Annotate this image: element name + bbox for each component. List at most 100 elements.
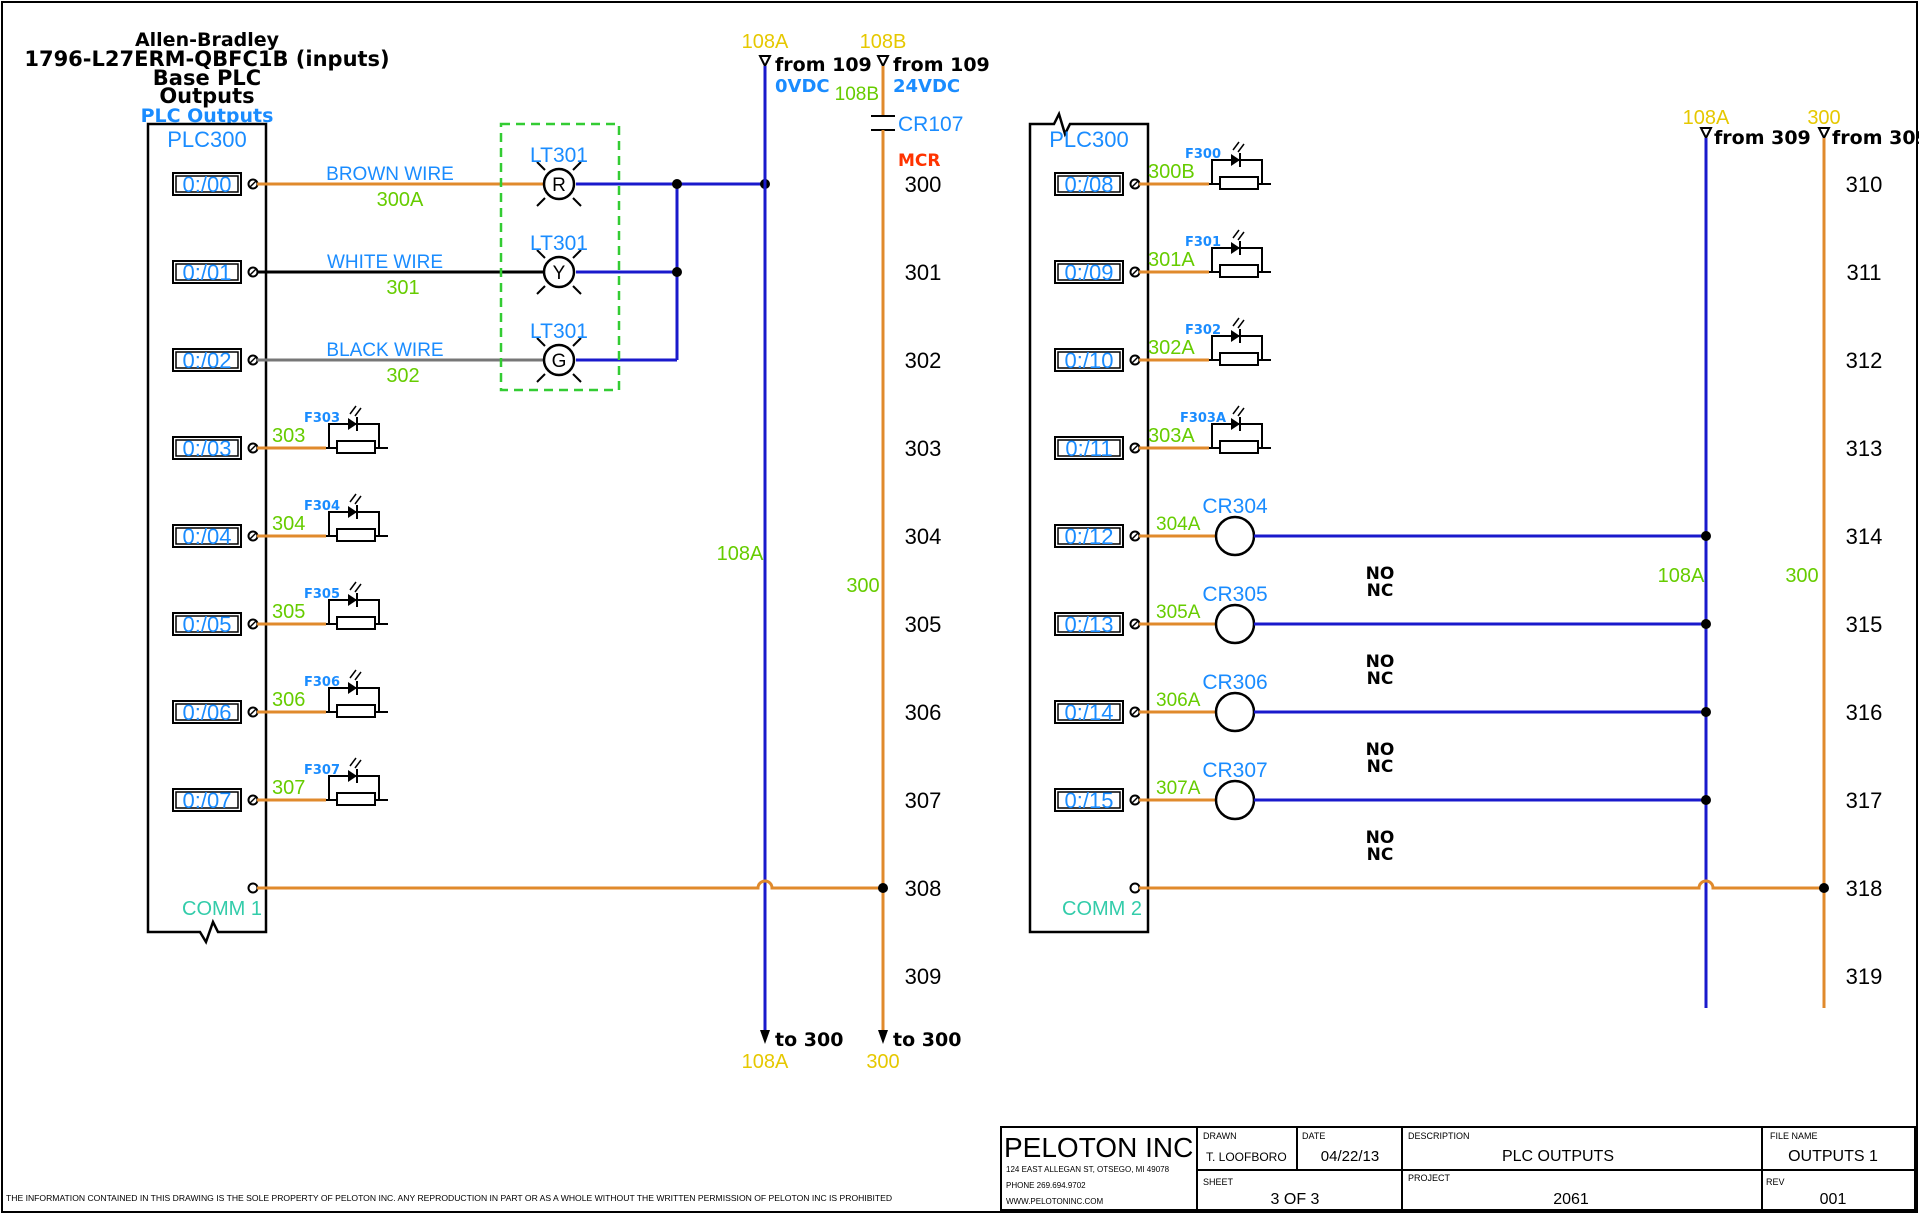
rung-number: 315 bbox=[1846, 612, 1883, 637]
output-address: 0:/04 bbox=[183, 524, 232, 549]
left-plc-name: PLC300 bbox=[167, 127, 247, 152]
rail2-to: to 300 bbox=[893, 1029, 961, 1051]
light-color-letter: R bbox=[552, 175, 566, 196]
wire-number-301: 301 bbox=[386, 277, 419, 299]
output-address: 0:/01 bbox=[183, 260, 232, 285]
rung-number: 306 bbox=[905, 700, 942, 725]
output-terminal: 0:/01 bbox=[172, 260, 259, 285]
contact-nc-label: NC bbox=[1367, 581, 1394, 601]
header-line-4: Outputs bbox=[159, 84, 254, 108]
fuse-tag: F304 bbox=[304, 499, 340, 514]
wire-number: 303 bbox=[272, 425, 305, 447]
rail2-mid-label: 300 bbox=[846, 575, 879, 597]
wire-number: 302A bbox=[1148, 337, 1195, 359]
rev-label: REV bbox=[1766, 1177, 1785, 1187]
company-web: WWW.PELOTONINC.COM bbox=[1006, 1197, 1104, 1206]
light-color-letter: Y bbox=[553, 263, 566, 284]
light-tag: LT301 bbox=[530, 232, 588, 255]
rail2-wire-label: 108B bbox=[835, 84, 879, 105]
wire-number: 305 bbox=[272, 601, 305, 623]
plc-subtitle: PLC Outputs bbox=[141, 105, 274, 127]
drawn-label: DRAWN bbox=[1203, 1131, 1237, 1141]
output-terminal: 0:/13 bbox=[1054, 612, 1141, 637]
fuse-tag: F307 bbox=[304, 763, 340, 778]
output-address: 0:/08 bbox=[1065, 172, 1114, 197]
rail2-bottom-label: 300 bbox=[866, 1051, 899, 1073]
output-address: 0:/03 bbox=[183, 436, 232, 461]
rrail2-mid-label: 300 bbox=[1785, 565, 1818, 587]
rung-number: 309 bbox=[905, 964, 942, 989]
contact-no-label: NO bbox=[1366, 652, 1395, 672]
comm-terminal bbox=[247, 882, 259, 894]
output-terminal: 0:/06 bbox=[172, 700, 259, 725]
output-address: 0:/11 bbox=[1065, 436, 1112, 461]
output-terminal: 0:/12 bbox=[1054, 524, 1141, 549]
right-plc-module bbox=[1028, 110, 1150, 934]
rrail1-top-label: 108A bbox=[1683, 107, 1730, 129]
coil-tag: CR305 bbox=[1202, 583, 1267, 606]
wire-number: 303A bbox=[1148, 425, 1195, 447]
rung-number: 311 bbox=[1846, 260, 1881, 285]
rung-number: 316 bbox=[1846, 700, 1883, 725]
wire-number: 306A bbox=[1156, 690, 1201, 711]
rrail1-mid-label: 108A bbox=[1658, 565, 1705, 587]
wire-number: 307A bbox=[1156, 778, 1201, 799]
header-line-2: 1796-L27ERM-QBFC1B (inputs) bbox=[24, 47, 389, 71]
drawn-value: T. LOOFBORO bbox=[1206, 1150, 1287, 1164]
light-tag: LT301 bbox=[530, 320, 588, 343]
sheet-label: SHEET bbox=[1203, 1177, 1234, 1187]
rail2-from: from 109 bbox=[893, 54, 990, 76]
rail1-wire-label: 108A bbox=[717, 543, 764, 565]
file-label: FILE NAME bbox=[1770, 1131, 1818, 1141]
output-terminal: 0:/08 bbox=[1054, 172, 1141, 197]
company-phone: PHONE 269.694.9702 bbox=[1006, 1181, 1086, 1190]
right-rail-300: 300 from 309 300 bbox=[1785, 107, 1919, 1008]
project-value: 2061 bbox=[1553, 1191, 1589, 1208]
rung-number: 303 bbox=[905, 436, 942, 461]
output-address: 0:/05 bbox=[183, 612, 232, 637]
right-comm-label: COMM 2 bbox=[1062, 898, 1142, 920]
coil-tag: CR304 bbox=[1202, 495, 1268, 518]
rail1-to: to 300 bbox=[775, 1029, 843, 1051]
contact-no-label: NO bbox=[1366, 828, 1395, 848]
left-comm-label: COMM 1 bbox=[182, 898, 262, 920]
rail1-from: from 109 bbox=[775, 54, 872, 76]
output-address: 0:/12 bbox=[1065, 524, 1114, 549]
output-terminal: 0:/10 bbox=[1054, 348, 1141, 373]
right-plc-name: PLC300 bbox=[1049, 127, 1129, 152]
fuse-tag: F303 bbox=[304, 411, 340, 426]
light-wiring bbox=[257, 179, 770, 362]
contact-nc-label: NC bbox=[1367, 845, 1394, 865]
wire-number: 307 bbox=[272, 777, 305, 799]
pilot-light: Y LT301 bbox=[530, 232, 588, 295]
output-terminal: 0:/04 bbox=[172, 524, 259, 549]
output-terminal: 0:/09 bbox=[1054, 260, 1141, 285]
output-terminal: 0:/07 bbox=[172, 788, 259, 813]
coil-tag: CR306 bbox=[1202, 671, 1267, 694]
file-value: OUTPUTS 1 bbox=[1788, 1148, 1878, 1165]
output-address: 0:/13 bbox=[1065, 612, 1114, 637]
rung-number: 310 bbox=[1846, 172, 1883, 197]
fuse-tag: F302 bbox=[1185, 323, 1221, 338]
project-label: PROJECT bbox=[1408, 1173, 1451, 1183]
header-line-1: Allen-Bradley bbox=[135, 29, 280, 51]
comm-terminal bbox=[1129, 882, 1141, 894]
rail2-contact-tag: CR107 bbox=[898, 113, 963, 136]
rail2-voltage: 24VDC bbox=[893, 76, 960, 97]
output-address: 0:/07 bbox=[183, 788, 232, 813]
output-address: 0:/09 bbox=[1065, 260, 1114, 285]
rung-number: 313 bbox=[1846, 436, 1883, 461]
comm2-wire bbox=[1139, 879, 1824, 890]
rung-number: 312 bbox=[1846, 348, 1883, 373]
